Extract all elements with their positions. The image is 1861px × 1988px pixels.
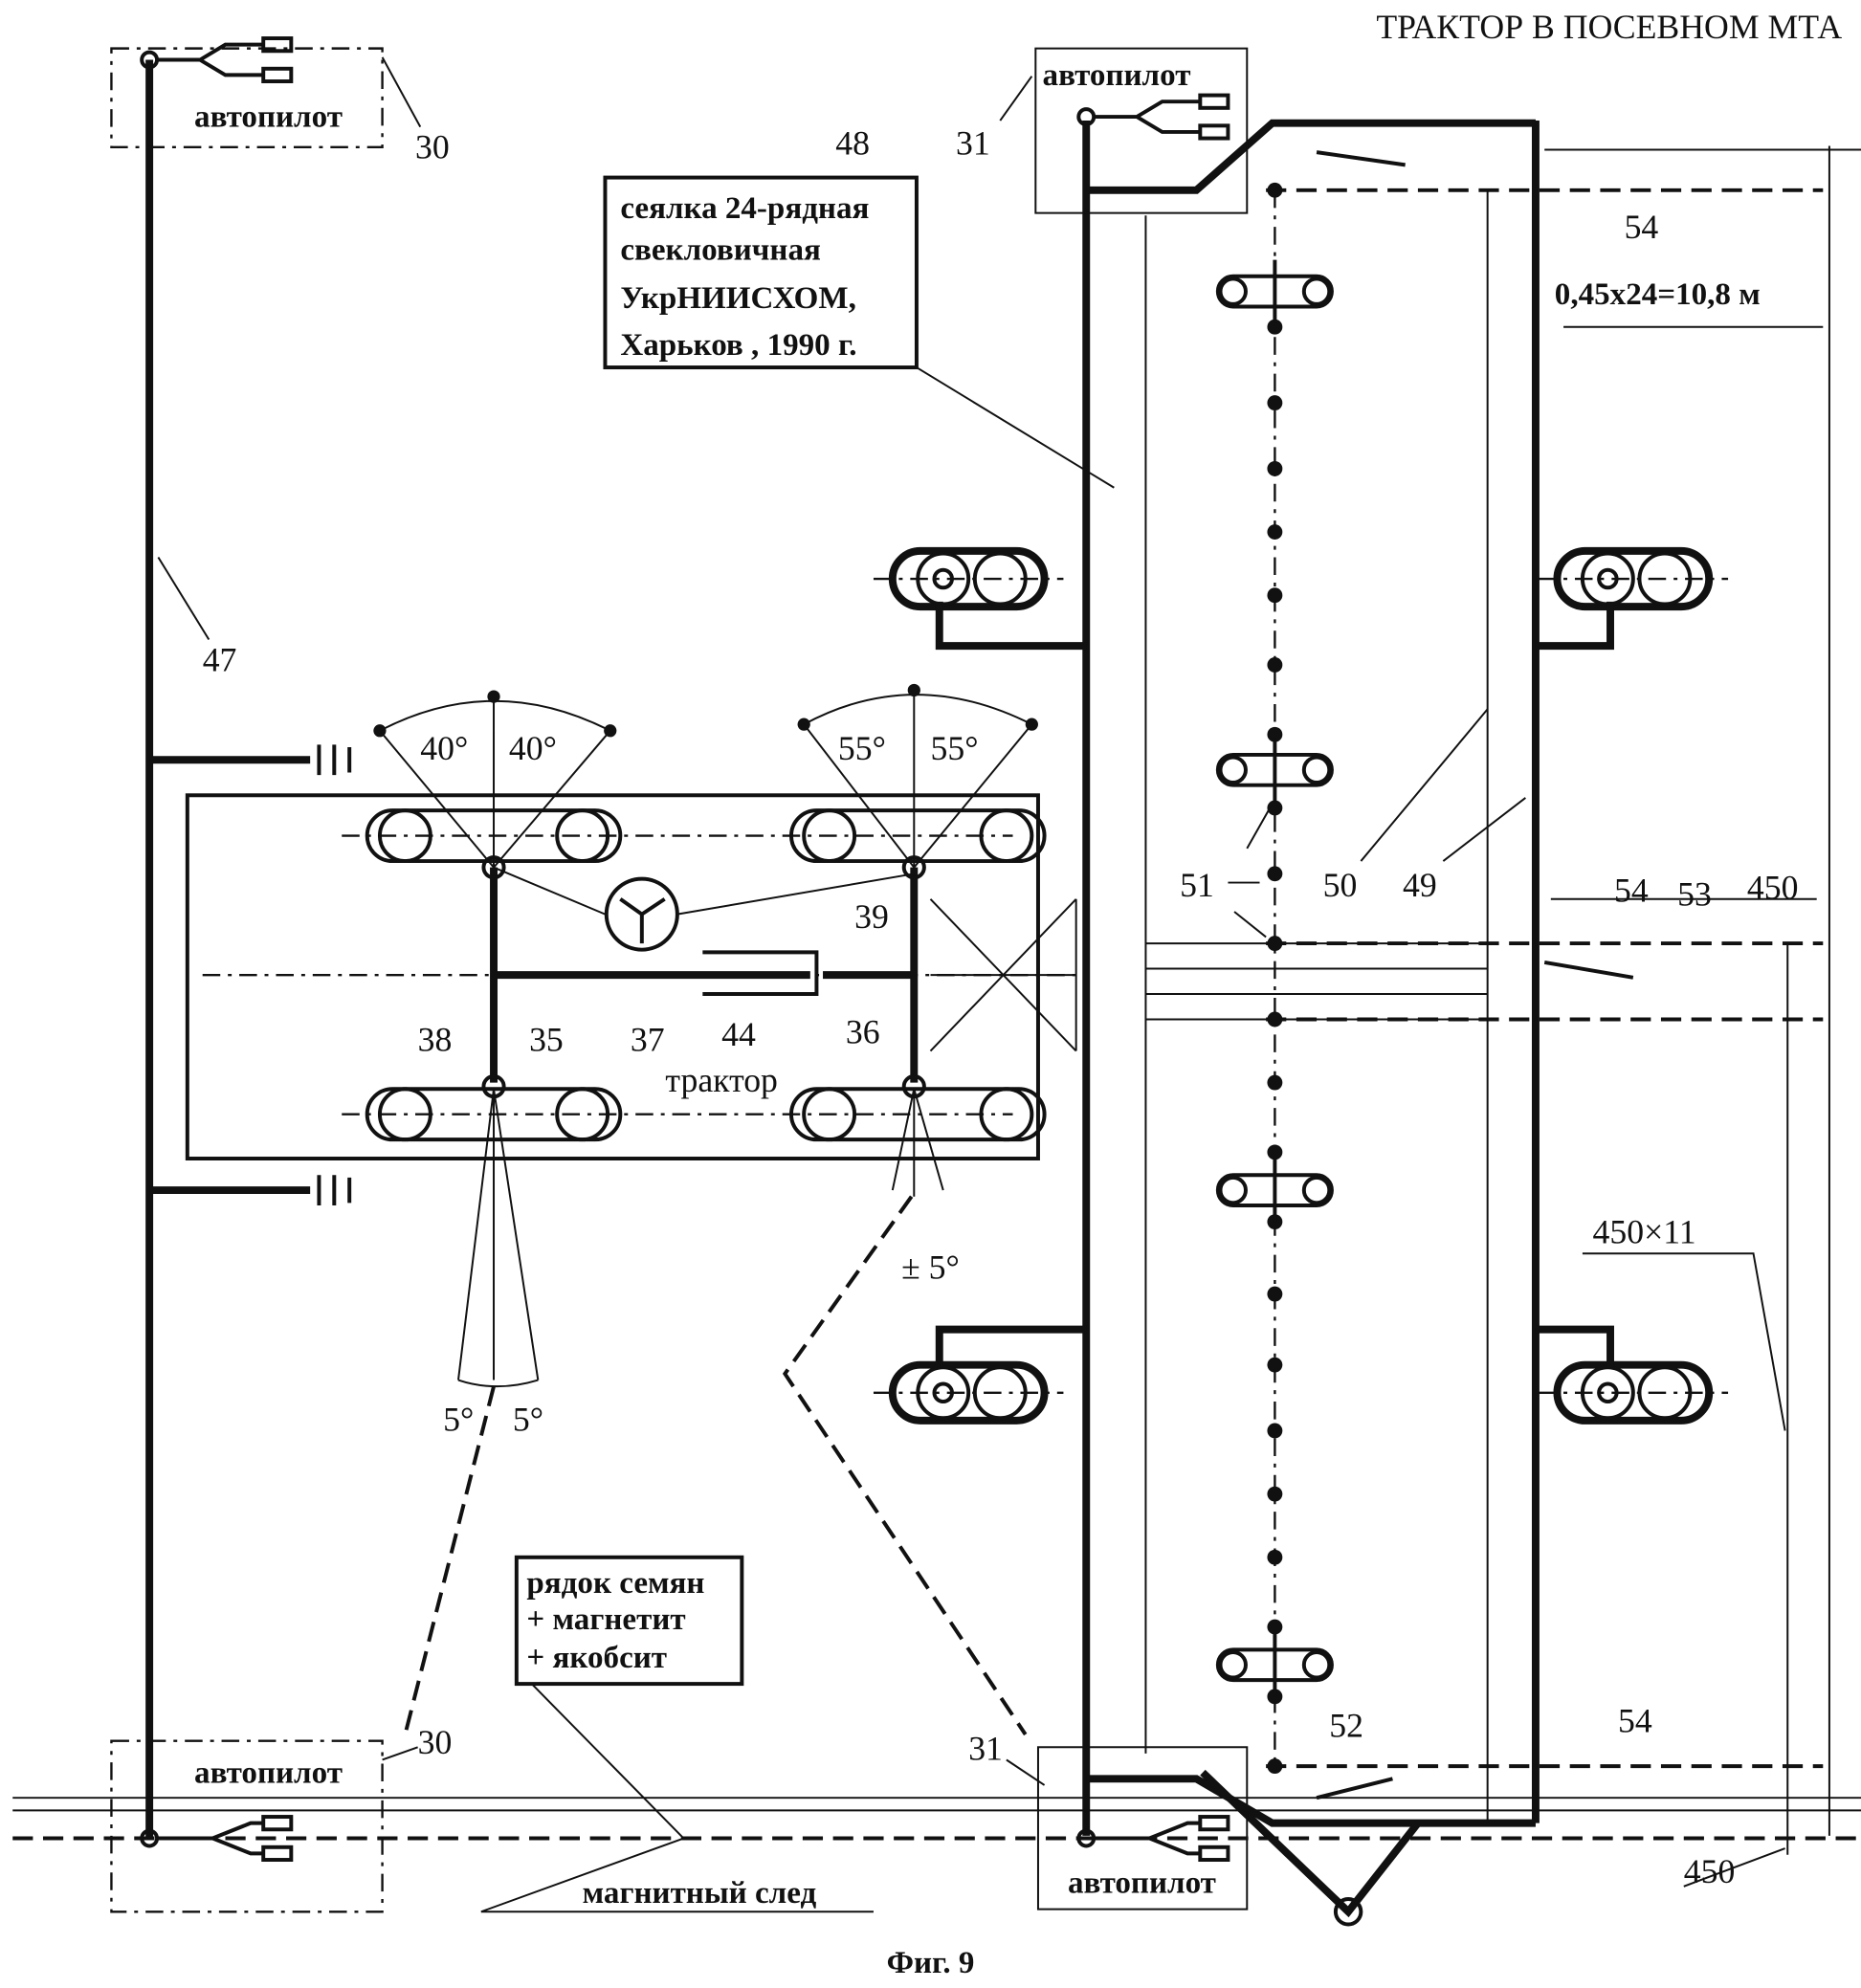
angle-label: 40° (509, 729, 557, 767)
seeder-description-box: сеялка 24-рядная свекловичная УкрНИИСХОМ… (603, 175, 1115, 489)
autopilot-bottom-right: автопилот (1036, 1746, 1249, 1911)
seeder (874, 119, 1824, 1927)
left-guide-line (145, 59, 352, 1839)
ref-47: 47 (203, 641, 237, 679)
bottom-angle: 5° 5° ± 5° (443, 1088, 960, 1438)
magnetic-track: магнитный след (12, 1797, 1861, 1913)
ref-54: 54 (1625, 208, 1659, 246)
ref-48: 48 (835, 124, 870, 163)
ref-30-bottom: 30 (418, 1723, 453, 1761)
figure-caption: Фиг. 9 (887, 1946, 975, 1980)
ref-44: 44 (721, 1015, 756, 1053)
tractor-label: трактор (665, 1061, 778, 1099)
seeder-box-line: УкрНИИСХОМ, (620, 281, 856, 316)
seeder-box-line: свекловичная (620, 233, 821, 268)
seed-row-box-line: + магнетит (526, 1602, 685, 1637)
guidance-arrows (403, 1195, 1028, 1736)
ref-31-bottom: 31 (968, 1729, 1003, 1767)
ref-54: 54 (1614, 871, 1649, 909)
row-spacing-dimension: 450 (1747, 869, 1799, 907)
ref-30-top: 30 (415, 128, 450, 166)
autopilot-top-left: автопилот (110, 36, 384, 149)
steering-angle-front: 40° 40° (373, 690, 617, 869)
angle-label: 40° (420, 729, 468, 767)
autopilot-top-right: автопилот (1034, 47, 1249, 214)
ref-35: 35 (529, 1021, 564, 1059)
ref-53: 53 (1677, 874, 1712, 913)
row-spacing-dimension: 450 (1684, 1852, 1736, 1890)
angle-label: 55° (838, 729, 886, 767)
tractor: трактор 38 35 37 44 36 39 (185, 793, 1077, 1160)
ref-36: 36 (846, 1013, 880, 1051)
seed-row-box: рядок семян + магнетит + якобсит (514, 1555, 744, 1840)
ref-38: 38 (418, 1021, 453, 1059)
seeder-box-line: сеялка 24-рядная (620, 191, 869, 226)
figure-title: ТРАКТОР В ПОСЕВНОМ МТА (1376, 8, 1842, 46)
autopilot-label: автопилот (1043, 58, 1191, 93)
dimensions: 54 0,45x24=10,8 м 54 53 450 450×11 54 45… (1180, 145, 1861, 1890)
ref-49: 49 (1403, 866, 1437, 904)
span-dimension: 450×11 (1592, 1213, 1695, 1251)
seed-row-dots (1267, 182, 1283, 1775)
total-width-dimension: 0,45x24=10,8 м (1555, 277, 1761, 312)
ref-31-top: 31 (956, 124, 990, 163)
magnetic-track-label: магнитный след (583, 1876, 817, 1911)
ref-37: 37 (631, 1021, 665, 1059)
angle-label: 5° (443, 1400, 474, 1438)
ref-52: 52 (1329, 1707, 1363, 1745)
seed-row-box-line: рядок семян (526, 1566, 704, 1601)
ref-51: 51 (1180, 866, 1214, 904)
autopilot-label: автопилот (194, 100, 343, 135)
angle-label: 5° (513, 1400, 543, 1438)
ref-39: 39 (854, 897, 889, 936)
steering-angle-rear: 55° 55° (797, 683, 1038, 869)
autopilot-label: автопилот (1068, 1866, 1216, 1900)
seed-row-box-line: + якобсит (526, 1641, 667, 1675)
ref-50: 50 (1323, 866, 1358, 904)
angle-label: 55° (931, 729, 979, 767)
ref-54: 54 (1618, 1701, 1652, 1739)
angle-label: ± 5° (901, 1248, 960, 1287)
autopilot-label: автопилот (194, 1756, 343, 1790)
seeder-box-line: Харьков , 1990 г. (620, 328, 856, 363)
